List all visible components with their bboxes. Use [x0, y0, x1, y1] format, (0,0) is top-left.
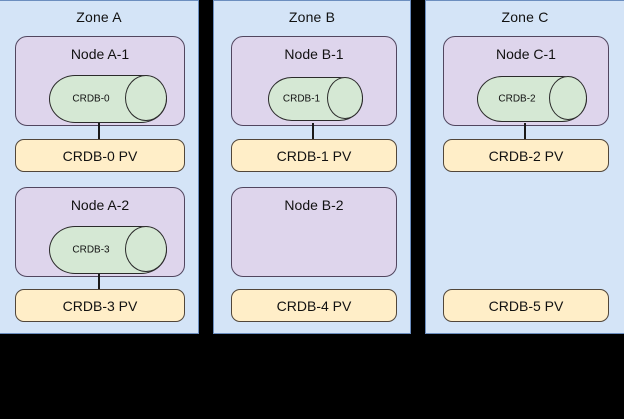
- zone-b-title: Zone B: [288, 9, 336, 25]
- volume-crdb-1-pv[interactable]: CRDB-1 PV: [231, 139, 397, 172]
- zone-a-title: Zone A: [76, 9, 122, 25]
- node-b-1[interactable]: Node B-1 CRDB-1: [231, 36, 397, 126]
- node-a-2-title: Node A-2: [70, 197, 130, 213]
- node-a-2[interactable]: Node A-2 CRDB-3: [15, 187, 185, 277]
- database-crdb-2-label: CRDB-2: [498, 93, 536, 105]
- node-c-1-title: Node C-1: [496, 46, 556, 62]
- zone-c-title: Zone C: [501, 9, 549, 25]
- node-c-1[interactable]: Node C-1 CRDB-2: [443, 36, 609, 126]
- database-crdb-0-label: CRDB-0: [72, 93, 110, 105]
- node-b-1-title: Node B-1: [284, 46, 344, 62]
- zone-b[interactable]: Zone B Node B-1 CRDB-1 CRDB-1 PV Node B-…: [213, 0, 411, 334]
- zone-c[interactable]: Zone C Node C-1 CRDB-2 CRDB-2 PV CRDB-5 …: [425, 0, 624, 334]
- database-crdb-3-label: CRDB-3: [72, 244, 110, 256]
- database-crdb-1[interactable]: CRDB-1: [268, 77, 363, 121]
- cylinder-cap-icon: [327, 77, 363, 119]
- volume-crdb-4-pv[interactable]: CRDB-4 PV: [231, 289, 397, 322]
- node-b-2-title: Node B-2: [284, 197, 344, 213]
- connector-crdb-0: [98, 123, 100, 141]
- node-a-1-title: Node A-1: [70, 46, 130, 62]
- cylinder-cap-icon: [125, 226, 167, 272]
- connector-crdb-3: [98, 274, 100, 291]
- cylinder-cap-icon: [549, 76, 587, 120]
- volume-crdb-5-pv[interactable]: CRDB-5 PV: [443, 289, 609, 322]
- database-crdb-2[interactable]: CRDB-2: [477, 76, 587, 122]
- node-a-1[interactable]: Node A-1 CRDB-0: [15, 36, 185, 126]
- volume-crdb-0-pv[interactable]: CRDB-0 PV: [15, 139, 185, 172]
- cylinder-cap-icon: [125, 75, 167, 121]
- zone-a[interactable]: Zone A Node A-1 CRDB-0 CRDB-0 PV Node A-…: [0, 0, 199, 334]
- connector-crdb-1: [312, 123, 314, 141]
- node-b-2[interactable]: Node B-2: [231, 187, 397, 277]
- volume-crdb-2-pv[interactable]: CRDB-2 PV: [443, 139, 609, 172]
- database-crdb-1-label: CRDB-1: [282, 93, 321, 105]
- database-crdb-0[interactable]: CRDB-0: [49, 75, 167, 123]
- connector-crdb-2: [524, 123, 526, 141]
- database-crdb-3[interactable]: CRDB-3: [49, 226, 167, 274]
- volume-crdb-3-pv[interactable]: CRDB-3 PV: [15, 289, 185, 322]
